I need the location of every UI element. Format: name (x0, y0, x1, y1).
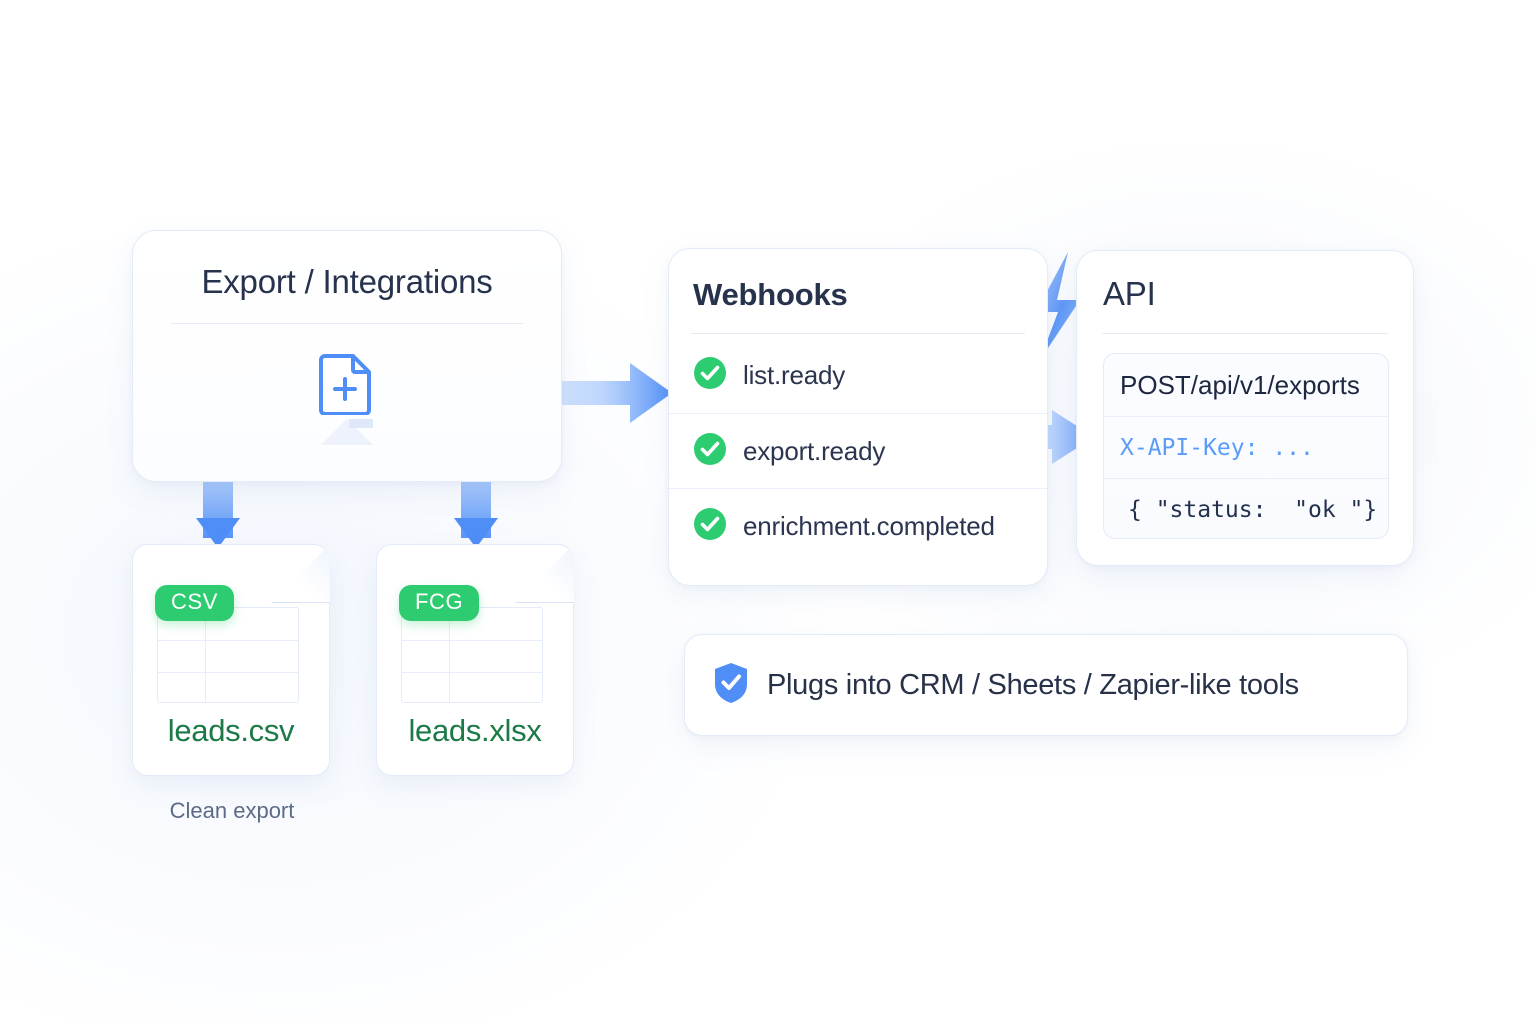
integrations-banner[interactable]: Plugs into CRM / Sheets / Zapier-like to… (684, 634, 1408, 736)
page-fold-corner (271, 544, 330, 603)
webhook-event-row[interactable]: list.ready (669, 338, 1047, 413)
file-name-label: leads.csv (167, 713, 295, 748)
clean-export-caption: Clean export (169, 798, 295, 823)
file-name-label: leads.xlsx (408, 713, 542, 748)
webhook-event-label: enrichment.completed (743, 510, 995, 541)
spreadsheet-grid-icon (401, 607, 543, 703)
spreadsheet-grid-icon (157, 607, 299, 703)
shield-check-icon (713, 662, 749, 709)
api-response-line: { "status: "ok "} (1104, 478, 1388, 540)
divider (1102, 333, 1388, 334)
api-header-key: X-API-Key: ... (1120, 434, 1314, 461)
api-request-line: POST /api/v1/exports (1104, 354, 1388, 416)
export-card-title: Export / Integrations (201, 263, 493, 300)
ghost-triangle-decoration-2 (349, 419, 373, 428)
file-type-badge: FCG (399, 585, 480, 621)
api-path: /api/v1/exports (1190, 369, 1360, 400)
webhooks-title: Webhooks (693, 277, 848, 312)
webhook-event-row[interactable]: export.ready (669, 413, 1047, 488)
api-title: API (1103, 275, 1156, 312)
webhooks-card[interactable]: Webhooks list.ready (668, 248, 1048, 586)
webhook-event-label: export.ready (743, 435, 886, 466)
api-header-line: X-API-Key: ... (1104, 416, 1388, 478)
check-circle-icon (693, 507, 727, 546)
file-type-badge: CSV (155, 585, 235, 621)
api-card[interactable]: API POST /api/v1/exports X-API-Key: ... … (1076, 250, 1414, 566)
page-fold-corner (515, 544, 574, 603)
divider (171, 323, 523, 324)
check-circle-icon (693, 356, 727, 395)
export-integrations-card[interactable]: Export / Integrations (132, 230, 562, 482)
api-code-box: POST /api/v1/exports X-API-Key: ... { "s… (1103, 353, 1389, 539)
webhook-event-label: list.ready (743, 360, 846, 390)
webhook-event-row[interactable]: enrichment.completed (669, 488, 1047, 563)
api-method: POST (1120, 369, 1191, 400)
file-card-xlsx[interactable]: FCG leads.xlsx (376, 544, 574, 776)
divider (691, 333, 1025, 334)
api-response-body: { "status: "ok "} (1128, 496, 1378, 523)
webhook-event-list: list.ready export.ready (669, 338, 1047, 563)
check-circle-icon (693, 432, 727, 471)
file-card-csv[interactable]: CSV leads.csv (132, 544, 330, 776)
integrations-banner-text: Plugs into CRM / Sheets / Zapier-like to… (767, 668, 1299, 701)
document-plus-icon (319, 351, 375, 420)
